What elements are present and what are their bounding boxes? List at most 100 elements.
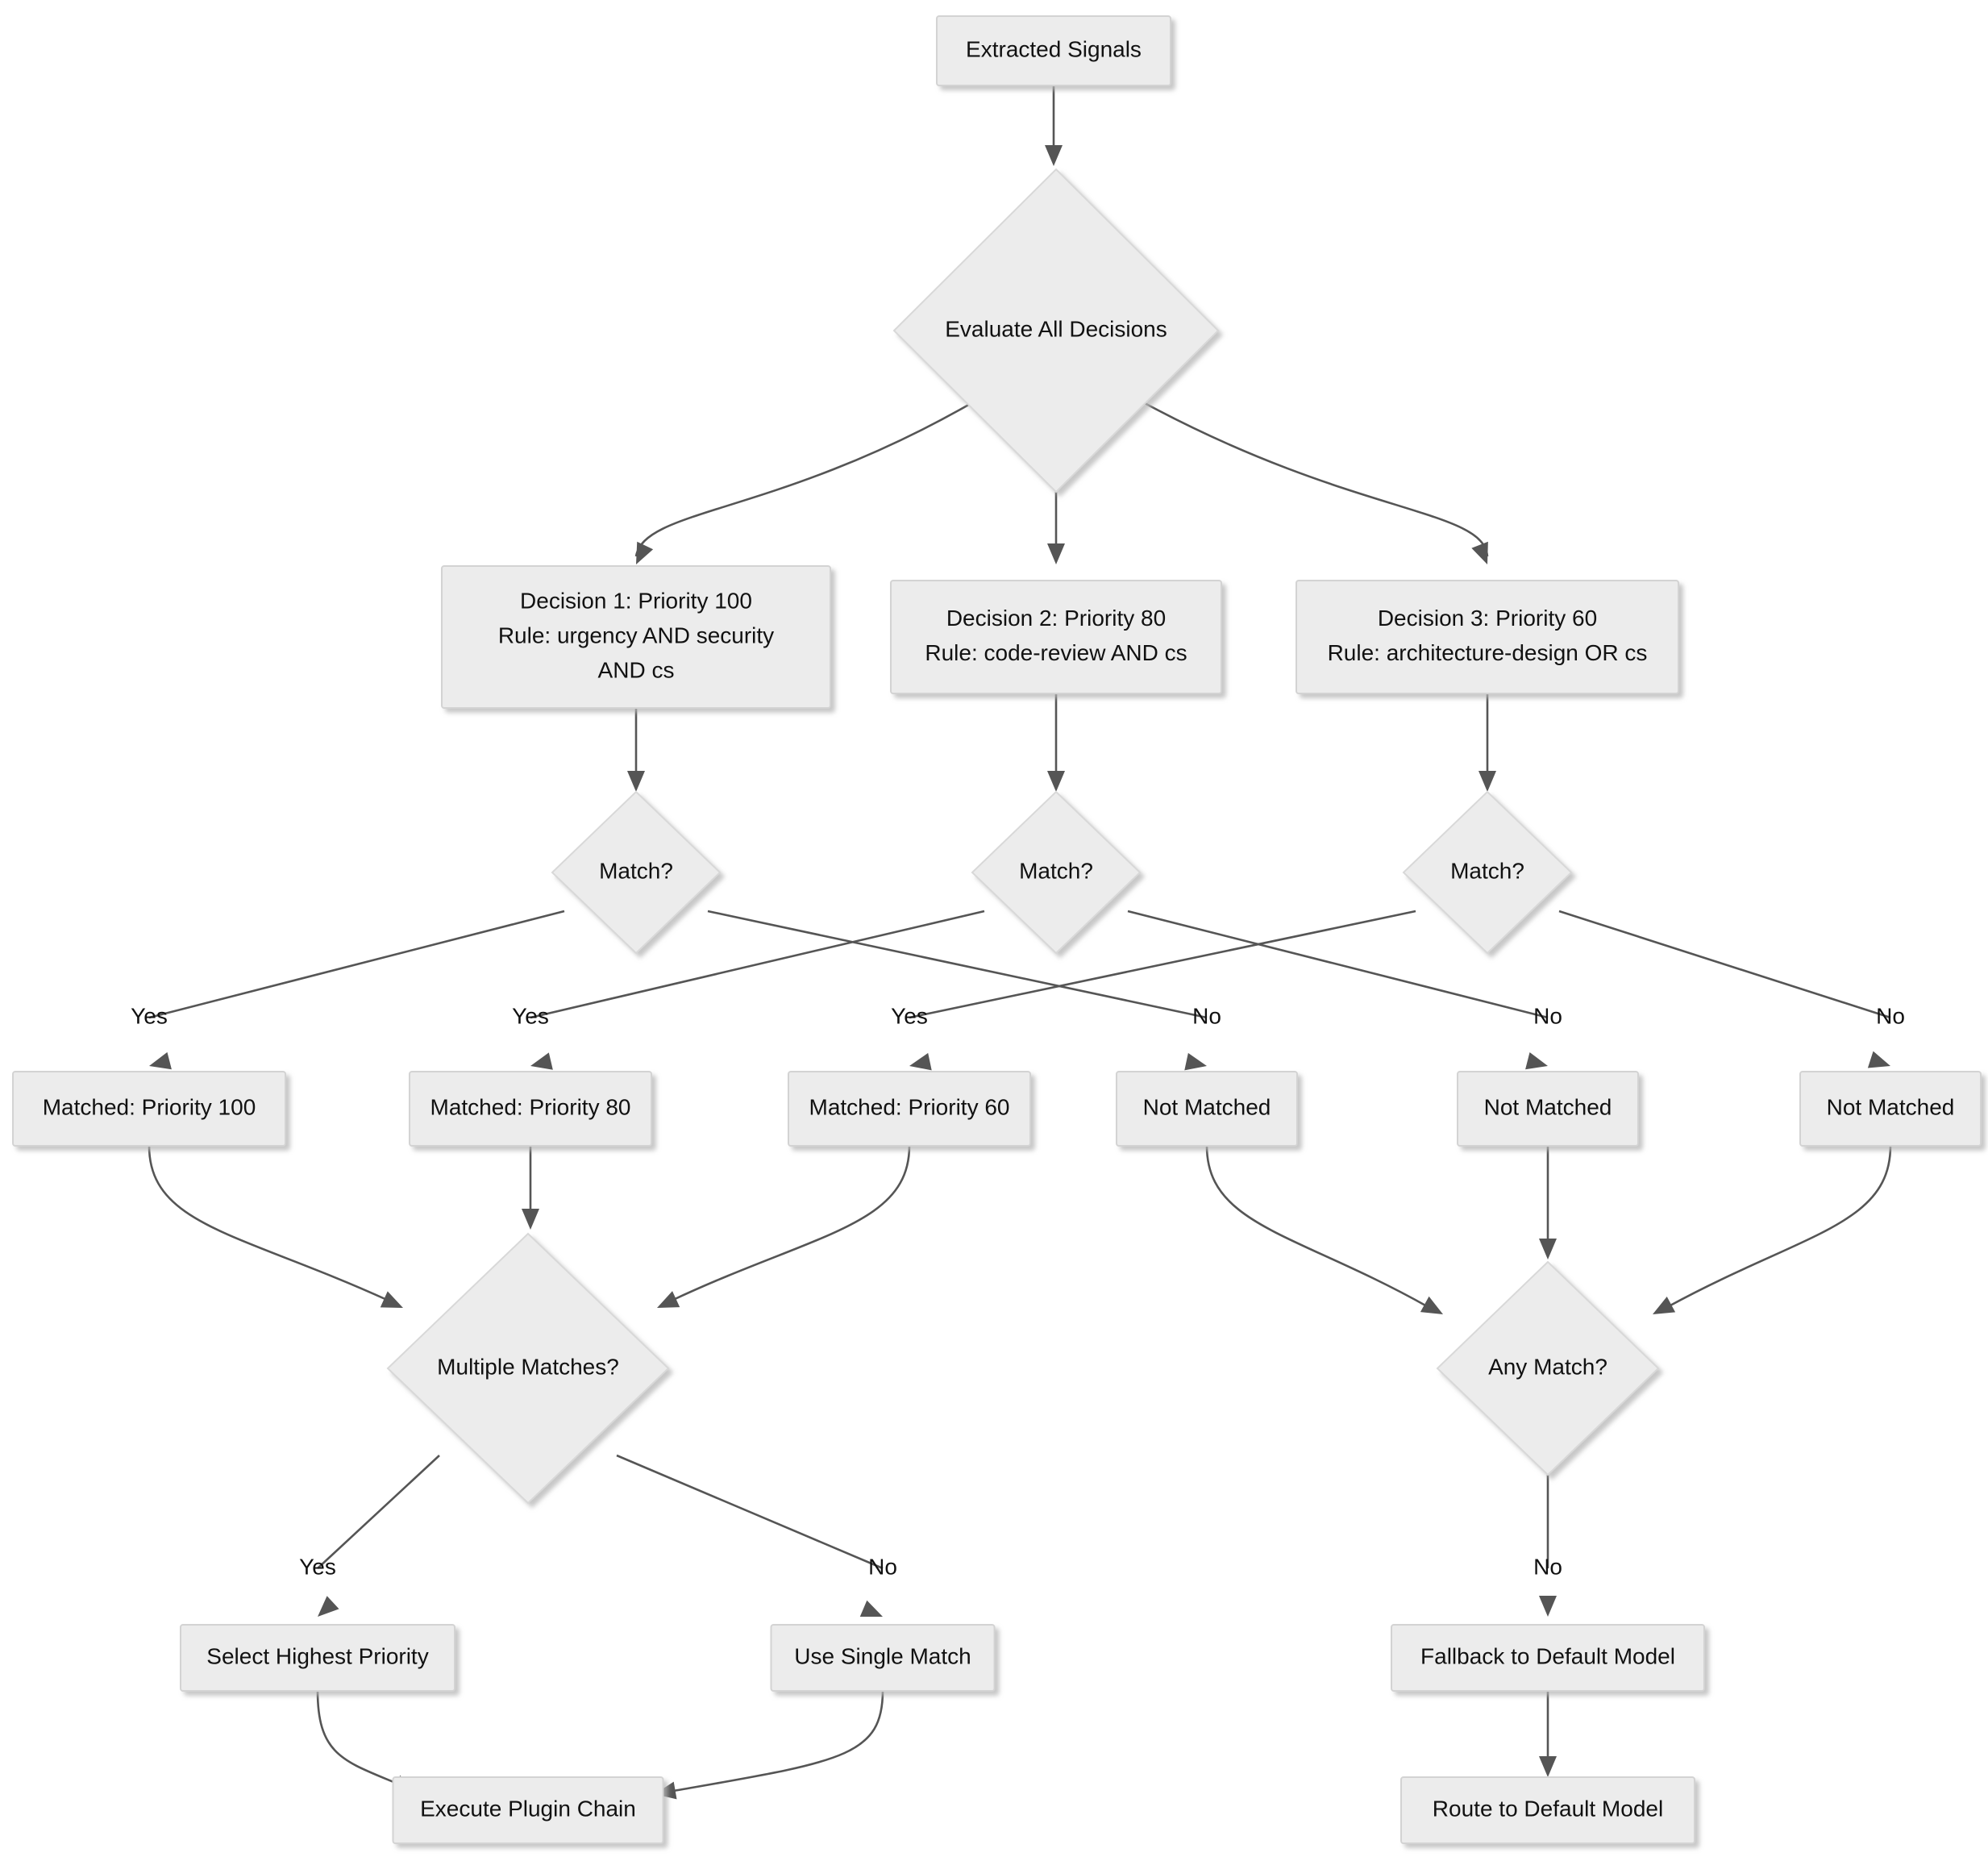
- node-select_highest[interactable]: Select Highest Priority: [180, 1624, 455, 1692]
- arrowhead-icon: [1479, 771, 1496, 792]
- node-shape-rect: [1457, 1071, 1639, 1147]
- edge-line: [616, 1454, 884, 1570]
- node-not_matched_2[interactable]: Not Matched: [1457, 1071, 1639, 1147]
- node-label: Extracted Signals: [966, 36, 1142, 61]
- node-shape-diamond: [971, 790, 1142, 955]
- arrowhead-icon: [657, 1291, 680, 1308]
- edge-decision_1-to-match_1: [627, 708, 645, 792]
- edge-line: [672, 1145, 911, 1301]
- edge-line: [530, 910, 985, 1019]
- arrowhead-icon: [1525, 1051, 1548, 1070]
- edge-matched_80-to-multiple_matches: [522, 1146, 539, 1230]
- node-label: Rule: urgency AND security: [498, 622, 774, 647]
- arrowhead-icon: [530, 1052, 553, 1070]
- node-use_single_match[interactable]: Use Single Match: [770, 1624, 996, 1692]
- edge-any_match-to-fallback_default: [1539, 1475, 1557, 1617]
- arrowhead-icon: [627, 771, 645, 792]
- node-shape-rect: [441, 565, 831, 709]
- node-not_matched_1[interactable]: Not Matched: [1116, 1071, 1298, 1147]
- node-fallback_default[interactable]: Fallback to Default Model: [1391, 1624, 1705, 1692]
- edge-line: [317, 1455, 440, 1569]
- edge-match_1-to-matched_100: [148, 910, 565, 1070]
- edge-fallback_default-to-route_default: [1539, 1691, 1557, 1777]
- node-label: Any Match?: [1488, 1354, 1607, 1379]
- node-label: Rule: architecture-design OR cs: [1328, 640, 1648, 665]
- node-route_default[interactable]: Route to Default Model: [1400, 1776, 1695, 1844]
- arrowhead-icon: [1539, 1756, 1557, 1777]
- node-shape-rect: [890, 580, 1222, 694]
- node-match_3[interactable]: Match?: [1402, 790, 1573, 955]
- node-shape-diamond: [551, 790, 722, 955]
- node-label: AND cs: [598, 657, 675, 682]
- node-decision_3[interactable]: Decision 3: Priority 60 Rule: architectur…: [1296, 580, 1679, 694]
- node-shape-rect: [1296, 580, 1679, 694]
- edge-evaluate_all-to-decision_2: [1047, 492, 1065, 564]
- arrowhead-icon: [522, 1209, 539, 1230]
- node-matched_100[interactable]: Matched: Priority 100: [12, 1071, 286, 1147]
- edge-line: [707, 910, 1208, 1019]
- node-label: Multiple Matches?: [437, 1354, 619, 1379]
- node-shape-diamond: [386, 1232, 670, 1505]
- arrowhead-icon: [1047, 771, 1065, 792]
- node-any_match[interactable]: Any Match?: [1436, 1260, 1660, 1476]
- edge-label-e21: No: [868, 1554, 897, 1579]
- edge-label-e9: No: [1192, 1003, 1221, 1028]
- edge-match_1-to-not_matched_1: [707, 910, 1208, 1071]
- node-label: Match?: [1450, 858, 1524, 883]
- edge-line: [1558, 910, 1891, 1019]
- edge-match_3-to-not_matched_3: [1558, 910, 1891, 1068]
- edge-extracted_signals-to-evaluate_all: [1045, 85, 1063, 166]
- edge-line: [148, 910, 565, 1019]
- node-label: Not Matched: [1484, 1094, 1612, 1119]
- arrowhead-icon: [318, 1596, 339, 1617]
- node-label: Match?: [1019, 858, 1093, 883]
- node-shape-rect: [12, 1071, 286, 1147]
- node-shape-rect: [1799, 1071, 1982, 1147]
- arrowhead-icon: [859, 1600, 883, 1617]
- node-evaluate_all[interactable]: Evaluate All Decisions: [892, 168, 1220, 493]
- edge-evaluate_all-to-decision_3: [1144, 402, 1489, 564]
- node-match_2[interactable]: Match?: [971, 790, 1142, 955]
- arrowhead-icon: [1184, 1052, 1207, 1071]
- arrowhead-icon: [149, 1051, 172, 1070]
- arrowhead-icon: [1867, 1051, 1890, 1068]
- node-matched_60[interactable]: Matched: Priority 60: [788, 1071, 1031, 1147]
- edge-use_single_match-to-execute_plugin: [655, 1690, 884, 1800]
- edge-label-e20: Yes: [299, 1554, 336, 1579]
- edge-label-e24: No: [1533, 1554, 1562, 1579]
- edge-line: [148, 1145, 388, 1301]
- node-shape-diamond: [892, 168, 1220, 493]
- node-multiple_matches[interactable]: Multiple Matches?: [386, 1232, 670, 1505]
- edge-label-e10: Yes: [512, 1003, 549, 1028]
- edge-line: [668, 1690, 884, 1793]
- node-shape-rect: [1400, 1776, 1695, 1844]
- node-extracted_signals[interactable]: Extracted Signals: [936, 15, 1171, 86]
- node-label: Decision 3: Priority 60: [1378, 606, 1597, 631]
- arrowhead-icon: [1420, 1296, 1443, 1314]
- node-label: Evaluate All Decisions: [945, 316, 1167, 341]
- edge-label-e13: No: [1876, 1003, 1905, 1028]
- node-label: Not Matched: [1827, 1094, 1955, 1119]
- node-not_matched_3[interactable]: Not Matched: [1799, 1071, 1982, 1147]
- node-matched_80[interactable]: Matched: Priority 80: [409, 1071, 652, 1147]
- node-label: Matched: Priority 100: [43, 1094, 256, 1119]
- node-match_1[interactable]: Match?: [551, 790, 722, 955]
- node-label: Rule: code-review AND cs: [925, 640, 1187, 665]
- node-shape-rect: [409, 1071, 652, 1147]
- arrowhead-icon: [1045, 145, 1063, 166]
- node-label: Route to Default Model: [1433, 1796, 1663, 1821]
- arrowhead-icon: [909, 1052, 932, 1071]
- node-execute_plugin[interactable]: Execute Plugin Chain: [392, 1776, 664, 1844]
- arrowhead-icon: [1047, 543, 1065, 564]
- node-label: Select Highest Priority: [206, 1643, 428, 1668]
- edge-line: [1205, 1145, 1428, 1308]
- node-shape-diamond: [1402, 790, 1573, 955]
- node-label: Fallback to Default Model: [1420, 1643, 1675, 1668]
- edge-not_matched_1-to-any_match: [1205, 1145, 1443, 1314]
- edge-not_matched_2-to-any_match: [1539, 1146, 1557, 1260]
